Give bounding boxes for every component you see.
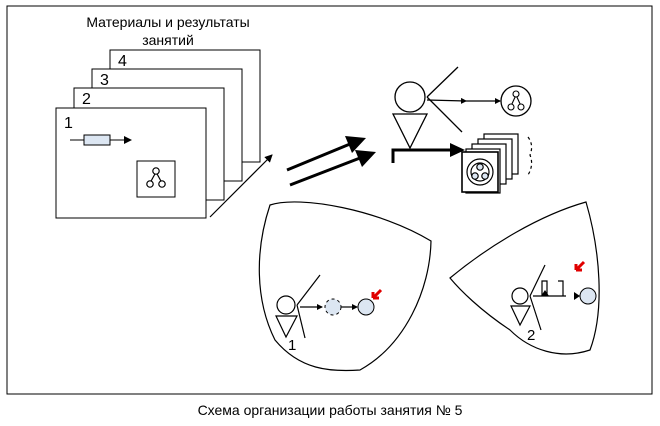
group-2-region bbox=[449, 201, 600, 355]
group-2-label: 2 bbox=[527, 327, 535, 344]
teacher-pointer-upper bbox=[426, 66, 459, 98]
group-2-highlight-arrow bbox=[574, 260, 586, 272]
materials-title-line2: занятий bbox=[142, 32, 194, 48]
card-3-label: 3 bbox=[100, 72, 109, 89]
outer-frame bbox=[6, 5, 653, 395]
diagram-caption: Схема организации работы занятия № 5 bbox=[197, 402, 463, 418]
teacher-pointer-lower bbox=[426, 96, 463, 133]
teacher-body bbox=[391, 113, 429, 150]
teacher-head bbox=[394, 81, 426, 113]
network-node-circle bbox=[500, 85, 532, 117]
student-figure-2 bbox=[510, 264, 546, 331]
teacher-figure bbox=[391, 66, 463, 150]
student-figure-1 bbox=[275, 274, 321, 339]
card-2-label: 2 bbox=[82, 91, 91, 108]
card-1-label: 1 bbox=[64, 115, 73, 132]
card-network-box bbox=[136, 160, 176, 198]
card-connector-icon bbox=[83, 134, 111, 146]
group-2-step-arrows bbox=[533, 280, 566, 297]
cards-to-center-arrow bbox=[209, 154, 273, 218]
materials-title-line1: Материалы и результаты bbox=[86, 14, 249, 30]
network-icon bbox=[146, 167, 166, 188]
group-1-region bbox=[258, 201, 432, 372]
card-1 bbox=[55, 107, 207, 219]
group-1-highlight-arrow bbox=[371, 288, 383, 300]
card-stack: 4 3 2 1 bbox=[55, 49, 261, 219]
group-1-circle-dashed bbox=[324, 298, 342, 316]
group-1-label: 1 bbox=[288, 337, 296, 354]
card-4-label: 4 bbox=[118, 53, 127, 70]
group-2-circle-target bbox=[579, 287, 597, 305]
teacher-to-screens-arrow bbox=[391, 148, 454, 163]
screens-stack bbox=[461, 133, 533, 194]
teacher-chain-arrow-1 bbox=[426, 97, 467, 104]
double-arrow bbox=[286, 136, 376, 187]
group-1-circle-target bbox=[357, 298, 375, 316]
